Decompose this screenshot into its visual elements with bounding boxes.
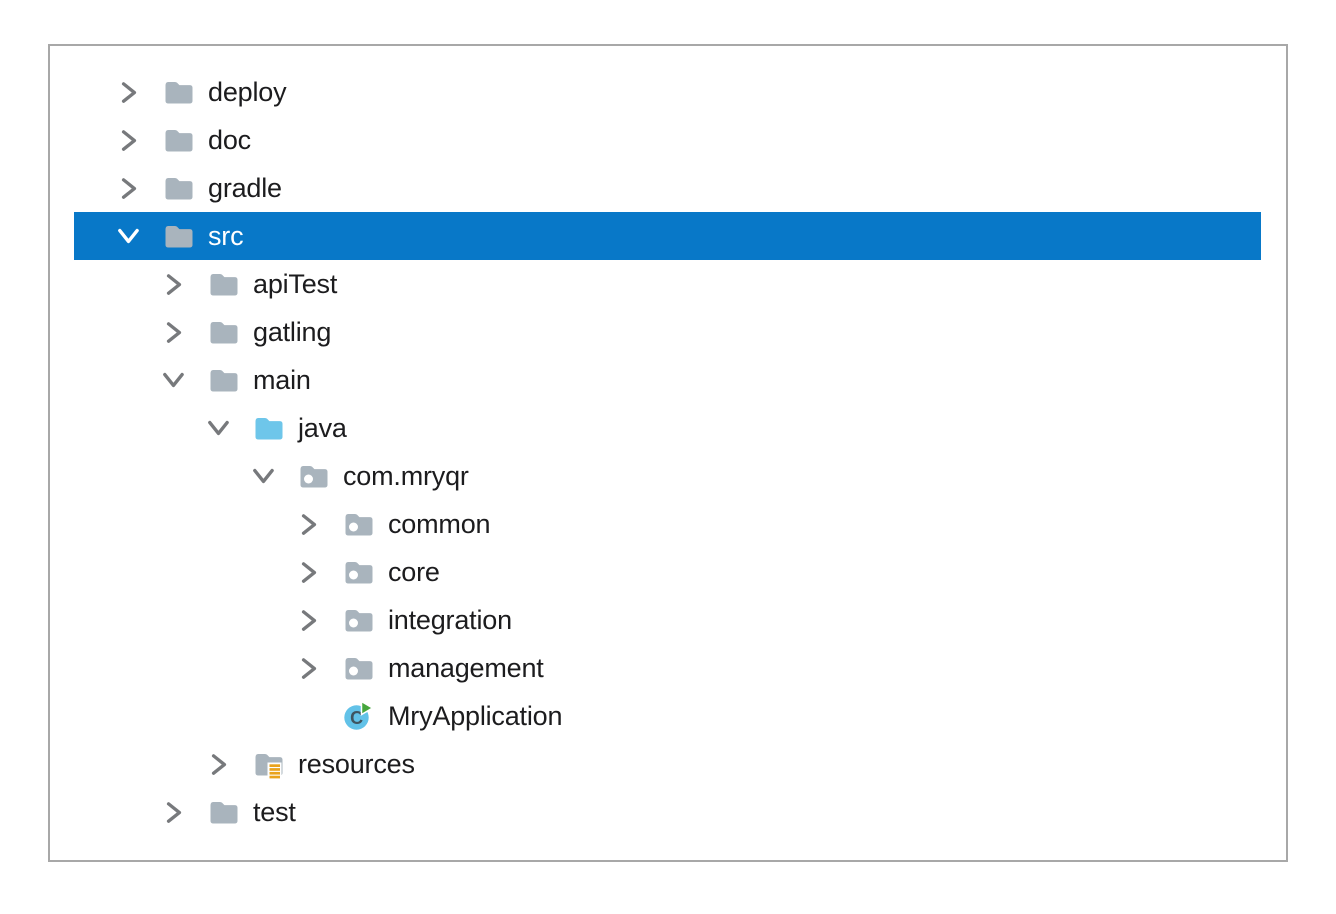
project-tree-panel: deploy doc gradle — [48, 44, 1288, 862]
chevron-right-icon[interactable] — [157, 267, 191, 301]
chevron-right-icon[interactable] — [112, 171, 146, 205]
tree-item-label: gatling — [253, 317, 332, 347]
tree-item-com-mryqr[interactable]: com.mryqr — [74, 452, 1261, 500]
tree-item-common[interactable]: common — [74, 500, 1261, 548]
folder-icon — [207, 268, 239, 300]
chevron-down-icon[interactable] — [202, 411, 236, 445]
tree-item-label: common — [388, 509, 491, 539]
tree-item-management[interactable]: management — [74, 644, 1261, 692]
tree-item-label: src — [208, 221, 244, 251]
tree-item-main[interactable]: main — [74, 356, 1261, 404]
tree-item-integration[interactable]: integration — [74, 596, 1261, 644]
package-icon — [342, 652, 374, 684]
folder-icon — [162, 76, 194, 108]
tree-item-label: com.mryqr — [343, 461, 469, 491]
chevron-right-icon[interactable] — [112, 75, 146, 109]
project-tree: deploy doc gradle — [74, 68, 1261, 836]
tree-item-label: main — [253, 365, 311, 395]
tree-item-label: test — [253, 797, 296, 827]
tree-item-label: resources — [298, 749, 415, 779]
tree-item-apitest[interactable]: apiTest — [74, 260, 1261, 308]
chevron-right-icon[interactable] — [292, 603, 326, 637]
package-icon — [342, 508, 374, 540]
folder-icon — [162, 124, 194, 156]
chevron-right-icon[interactable] — [157, 315, 191, 349]
chevron-right-icon[interactable] — [292, 651, 326, 685]
tree-item-deploy[interactable]: deploy — [74, 68, 1261, 116]
svg-text:C: C — [350, 708, 363, 728]
chevron-down-icon[interactable] — [157, 363, 191, 397]
tree-item-mryapplication[interactable]: C MryApplication — [74, 692, 1261, 740]
tree-item-label: integration — [388, 605, 512, 635]
package-icon — [297, 460, 329, 492]
chevron-right-icon[interactable] — [202, 747, 236, 781]
chevron-right-icon[interactable] — [157, 795, 191, 829]
tree-item-src[interactable]: src — [74, 212, 1261, 260]
tree-item-label: core — [388, 557, 440, 587]
tree-item-doc[interactable]: doc — [74, 116, 1261, 164]
java-class-run-icon: C — [342, 700, 374, 732]
package-icon — [342, 556, 374, 588]
tree-item-label: MryApplication — [388, 701, 563, 731]
chevron-right-icon[interactable] — [292, 507, 326, 541]
chevron-right-icon[interactable] — [112, 123, 146, 157]
tree-item-label: deploy — [208, 77, 287, 107]
tree-item-resources[interactable]: resources — [74, 740, 1261, 788]
folder-icon — [207, 316, 239, 348]
folder-icon — [207, 364, 239, 396]
tree-item-java[interactable]: java — [74, 404, 1261, 452]
folder-icon — [162, 220, 194, 252]
tree-item-gradle[interactable]: gradle — [74, 164, 1261, 212]
tree-item-label: gradle — [208, 173, 282, 203]
package-icon — [342, 604, 374, 636]
source-folder-icon — [252, 412, 284, 444]
chevron-down-icon[interactable] — [112, 219, 146, 253]
tree-item-label: apiTest — [253, 269, 338, 299]
tree-item-test[interactable]: test — [74, 788, 1261, 836]
resources-folder-icon — [252, 748, 284, 780]
chevron-down-icon[interactable] — [247, 459, 281, 493]
folder-icon — [162, 172, 194, 204]
tree-item-label: doc — [208, 125, 251, 155]
tree-item-label: java — [298, 413, 347, 443]
folder-icon — [207, 796, 239, 828]
tree-item-gatling[interactable]: gatling — [74, 308, 1261, 356]
tree-item-label: management — [388, 653, 544, 683]
tree-item-core[interactable]: core — [74, 548, 1261, 596]
chevron-right-icon[interactable] — [292, 555, 326, 589]
